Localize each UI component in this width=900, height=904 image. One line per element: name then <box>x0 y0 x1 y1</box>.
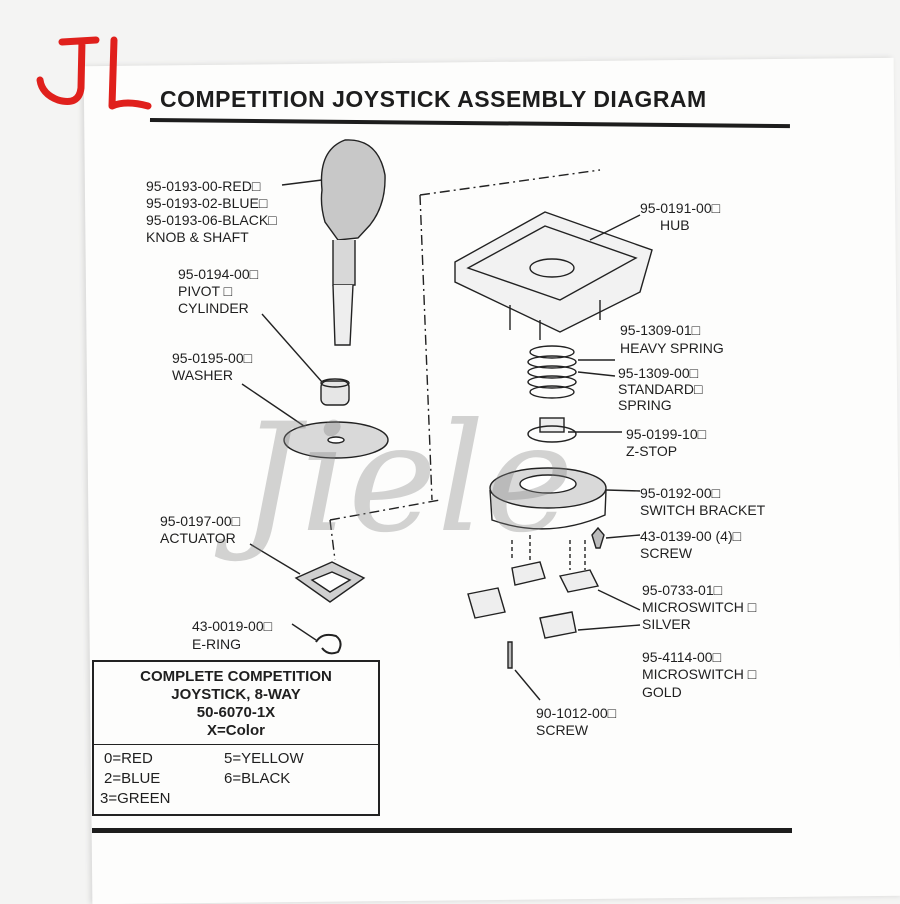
label-standard-spring-number: 95-1309-00□ <box>618 365 699 381</box>
label-micro-silver-color: SILVER <box>642 616 691 632</box>
microswitch <box>511 561 546 586</box>
kit-info-heading: COMPLETE COMPETITION JOYSTICK, 8-WAY 50-… <box>94 662 378 745</box>
label-cylinder: CYLINDER <box>178 300 249 316</box>
kit-heading-line-4: X=Color <box>207 722 265 739</box>
bottom-rule <box>92 828 792 833</box>
color-code-yellow: 5=YELLOW <box>224 750 304 767</box>
label-ering-number: 43-0019-00□ <box>192 618 273 634</box>
label-actuator-name: ACTUATOR <box>160 530 236 546</box>
label-micro-gold-name: MICROSWITCH □ <box>642 666 757 682</box>
e-ring <box>315 633 342 655</box>
label-pivot-number: 95-0194-00□ <box>178 266 259 282</box>
diagram-title: COMPETITION JOYSTICK ASSEMBLY DIAGRAM <box>160 86 707 112</box>
z-stop <box>539 417 565 433</box>
label-standard-spring-name: STANDARD□ <box>618 381 703 397</box>
label-washer-name: WASHER <box>172 367 233 383</box>
color-code-red: 0=RED <box>104 750 153 767</box>
label-heavy-spring-name: HEAVY SPRING <box>620 340 724 356</box>
label-zstop-name: Z-STOP <box>626 443 678 459</box>
watermark: Jiele <box>214 392 574 566</box>
knob <box>320 139 386 241</box>
label-ering-name: E-RING <box>192 636 241 652</box>
label-hub-number: 95-0191-00□ <box>640 200 721 216</box>
label-knob-shaft: KNOB & SHAFT <box>146 229 249 245</box>
label-standard-spring-suffix: SPRING <box>618 397 672 413</box>
kit-heading-line-3: 50-6070-1X <box>196 704 276 721</box>
label-micro-silver-name: MICROSWITCH □ <box>642 599 757 615</box>
kit-info-box: COMPLETE COMPETITION JOYSTICK, 8-WAY 50-… <box>92 660 380 816</box>
label-heavy-spring-number: 95-1309-01□ <box>620 322 701 338</box>
label-micro-gold-color: GOLD <box>642 684 682 700</box>
label-hub-name: HUB <box>660 217 690 233</box>
label-micro-gold-number: 95-4114-00□ <box>642 649 722 665</box>
color-code-green: 3=GREEN <box>100 790 171 807</box>
label-screw-long-number: 90-1012-00□ <box>536 705 617 721</box>
color-code-black: 6=BLACK <box>224 770 291 787</box>
screw-small <box>591 526 605 549</box>
label-screw-long-name: SCREW <box>536 722 589 738</box>
label-micro-silver-number: 95-0733-01□ <box>642 582 723 598</box>
label-bracket-number: 95-0192-00□ <box>640 485 721 501</box>
jl-logo <box>36 36 152 110</box>
color-code-blue: 2=BLUE <box>104 770 161 787</box>
label-screw-small-number: 43-0139-00 (4)□ <box>640 528 742 544</box>
label-actuator-number: 95-0197-00□ <box>160 513 241 529</box>
label-bracket-name: SWITCH BRACKET <box>640 502 766 518</box>
label-zstop-number: 95-0199-10□ <box>626 426 707 442</box>
kit-heading-line-1: COMPLETE COMPETITION <box>140 668 332 685</box>
label-knob-blue: 95-0193-02-BLUE□ <box>146 195 268 211</box>
spring <box>527 345 577 399</box>
hub <box>454 211 653 333</box>
kit-heading-line-2: JOYSTICK, 8-WAY <box>171 686 301 703</box>
label-knob-red: 95-0193-00-RED□ <box>146 178 261 194</box>
label-knob-black: 95-0193-06-BLACK□ <box>146 212 277 228</box>
label-pivot-name: PIVOT □ <box>178 283 233 299</box>
screw-long <box>507 641 513 669</box>
svg-text:Jiele: Jiele <box>214 392 574 566</box>
label-screw-small-name: SCREW <box>640 545 693 561</box>
label-washer-number: 95-0195-00□ <box>172 350 253 366</box>
